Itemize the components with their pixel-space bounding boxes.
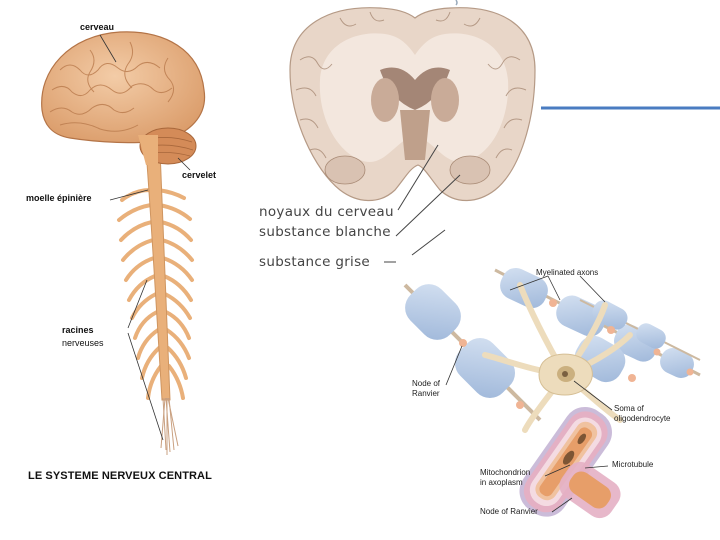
label-myelinated-axons: Myelinated axons [536,268,598,278]
label-node-of-ranvier-2: Node of Ranvier [480,507,538,517]
label-nerveuses: nerveuses [62,338,104,349]
top-fragment [456,0,457,5]
label-oligodendrocyte: oligodendrocyte [614,414,670,424]
label-in-axoplasm: in axoplasm [480,478,523,488]
oligodendrocyte-illustration [398,263,700,525]
label-cervelet: cervelet [182,170,216,181]
label-racines: racines [62,325,94,336]
label-node-of-ranvier-1a: Node of [412,379,440,389]
label-cerveau: cerveau [80,22,114,33]
label-substance-blanche: substance blanche [259,224,391,240]
cns-title: LE SYSTEME NERVEUX CENTRAL [28,470,212,482]
label-soma-of: Soma of [614,404,644,414]
label-mitochondrion: Mitochondrion [480,468,530,478]
label-substance-grise: substance grise [259,254,370,270]
label-moelle-epiniere: moelle épinière [26,193,92,204]
label-noyaux-du-cerveau: noyaux du cerveau [259,204,394,220]
label-microtubule: Microtubule [612,460,653,470]
label-node-of-ranvier-1b: Ranvier [412,389,440,399]
cns-illustration [42,32,205,455]
